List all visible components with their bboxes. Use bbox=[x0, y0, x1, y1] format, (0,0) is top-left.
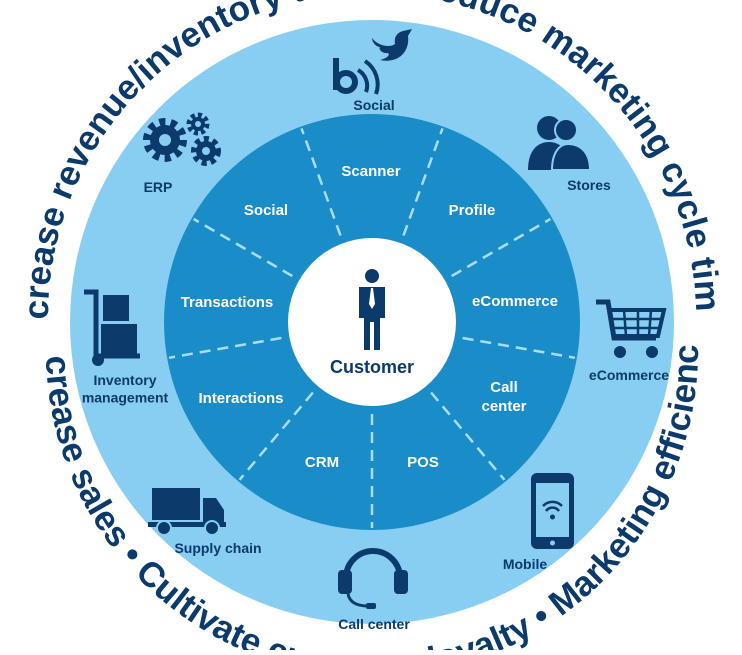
arc-separator: • bbox=[380, 0, 415, 4]
segment-divider bbox=[168, 336, 282, 360]
inner-segment-transactions: Transactions bbox=[181, 294, 274, 311]
segment-divider bbox=[462, 336, 576, 360]
outer-channel-social: Social bbox=[353, 97, 394, 113]
outer-channel-mobile: Mobile bbox=[503, 556, 548, 572]
person-icon bbox=[359, 269, 385, 350]
gears-icon bbox=[143, 112, 221, 166]
outer-channel-erp: ERP bbox=[144, 179, 173, 195]
outer-channel-call-center: Call center bbox=[338, 616, 410, 632]
people-icon bbox=[528, 116, 592, 171]
segment-divider bbox=[192, 217, 293, 278]
outer-channel-stores: Stores bbox=[567, 177, 611, 193]
outer-channel-inventory-management: Inventory management bbox=[82, 372, 169, 406]
label-line: Call bbox=[490, 379, 518, 396]
inner-segment-interactions: Interactions bbox=[198, 390, 283, 407]
shopping-cart-icon bbox=[596, 299, 667, 358]
center-label: Customer bbox=[330, 357, 414, 377]
hand-truck-icon bbox=[84, 289, 140, 366]
mobile-phone-icon bbox=[531, 473, 574, 549]
inner-segment-call-center: Call center bbox=[481, 379, 526, 415]
segment-divider bbox=[451, 217, 552, 278]
inner-segment-scanner: Scanner bbox=[341, 163, 400, 180]
truck-icon bbox=[148, 488, 226, 536]
segment-divider bbox=[430, 391, 506, 481]
segment-dividers bbox=[168, 127, 576, 528]
inner-segment-crm: CRM bbox=[305, 454, 339, 471]
social-twitter-icon bbox=[333, 29, 412, 95]
label-line: center bbox=[481, 398, 526, 415]
inner-segment-profile: Profile bbox=[449, 202, 496, 219]
segment-divider bbox=[402, 127, 444, 236]
outer-channel-ecommerce: eCommerce bbox=[589, 367, 669, 383]
segment-divider bbox=[300, 127, 342, 236]
outer-channel-supply-chain: Supply chain bbox=[174, 540, 261, 556]
inner-segment-pos: POS bbox=[407, 454, 439, 471]
inner-segment-ecommerce: eCommerce bbox=[472, 293, 558, 310]
label-line: Inventory bbox=[93, 372, 156, 388]
headset-icon bbox=[338, 548, 408, 609]
label-line: management bbox=[82, 390, 169, 406]
segment-divider bbox=[238, 391, 314, 481]
inner-segment-social: Social bbox=[244, 202, 288, 219]
